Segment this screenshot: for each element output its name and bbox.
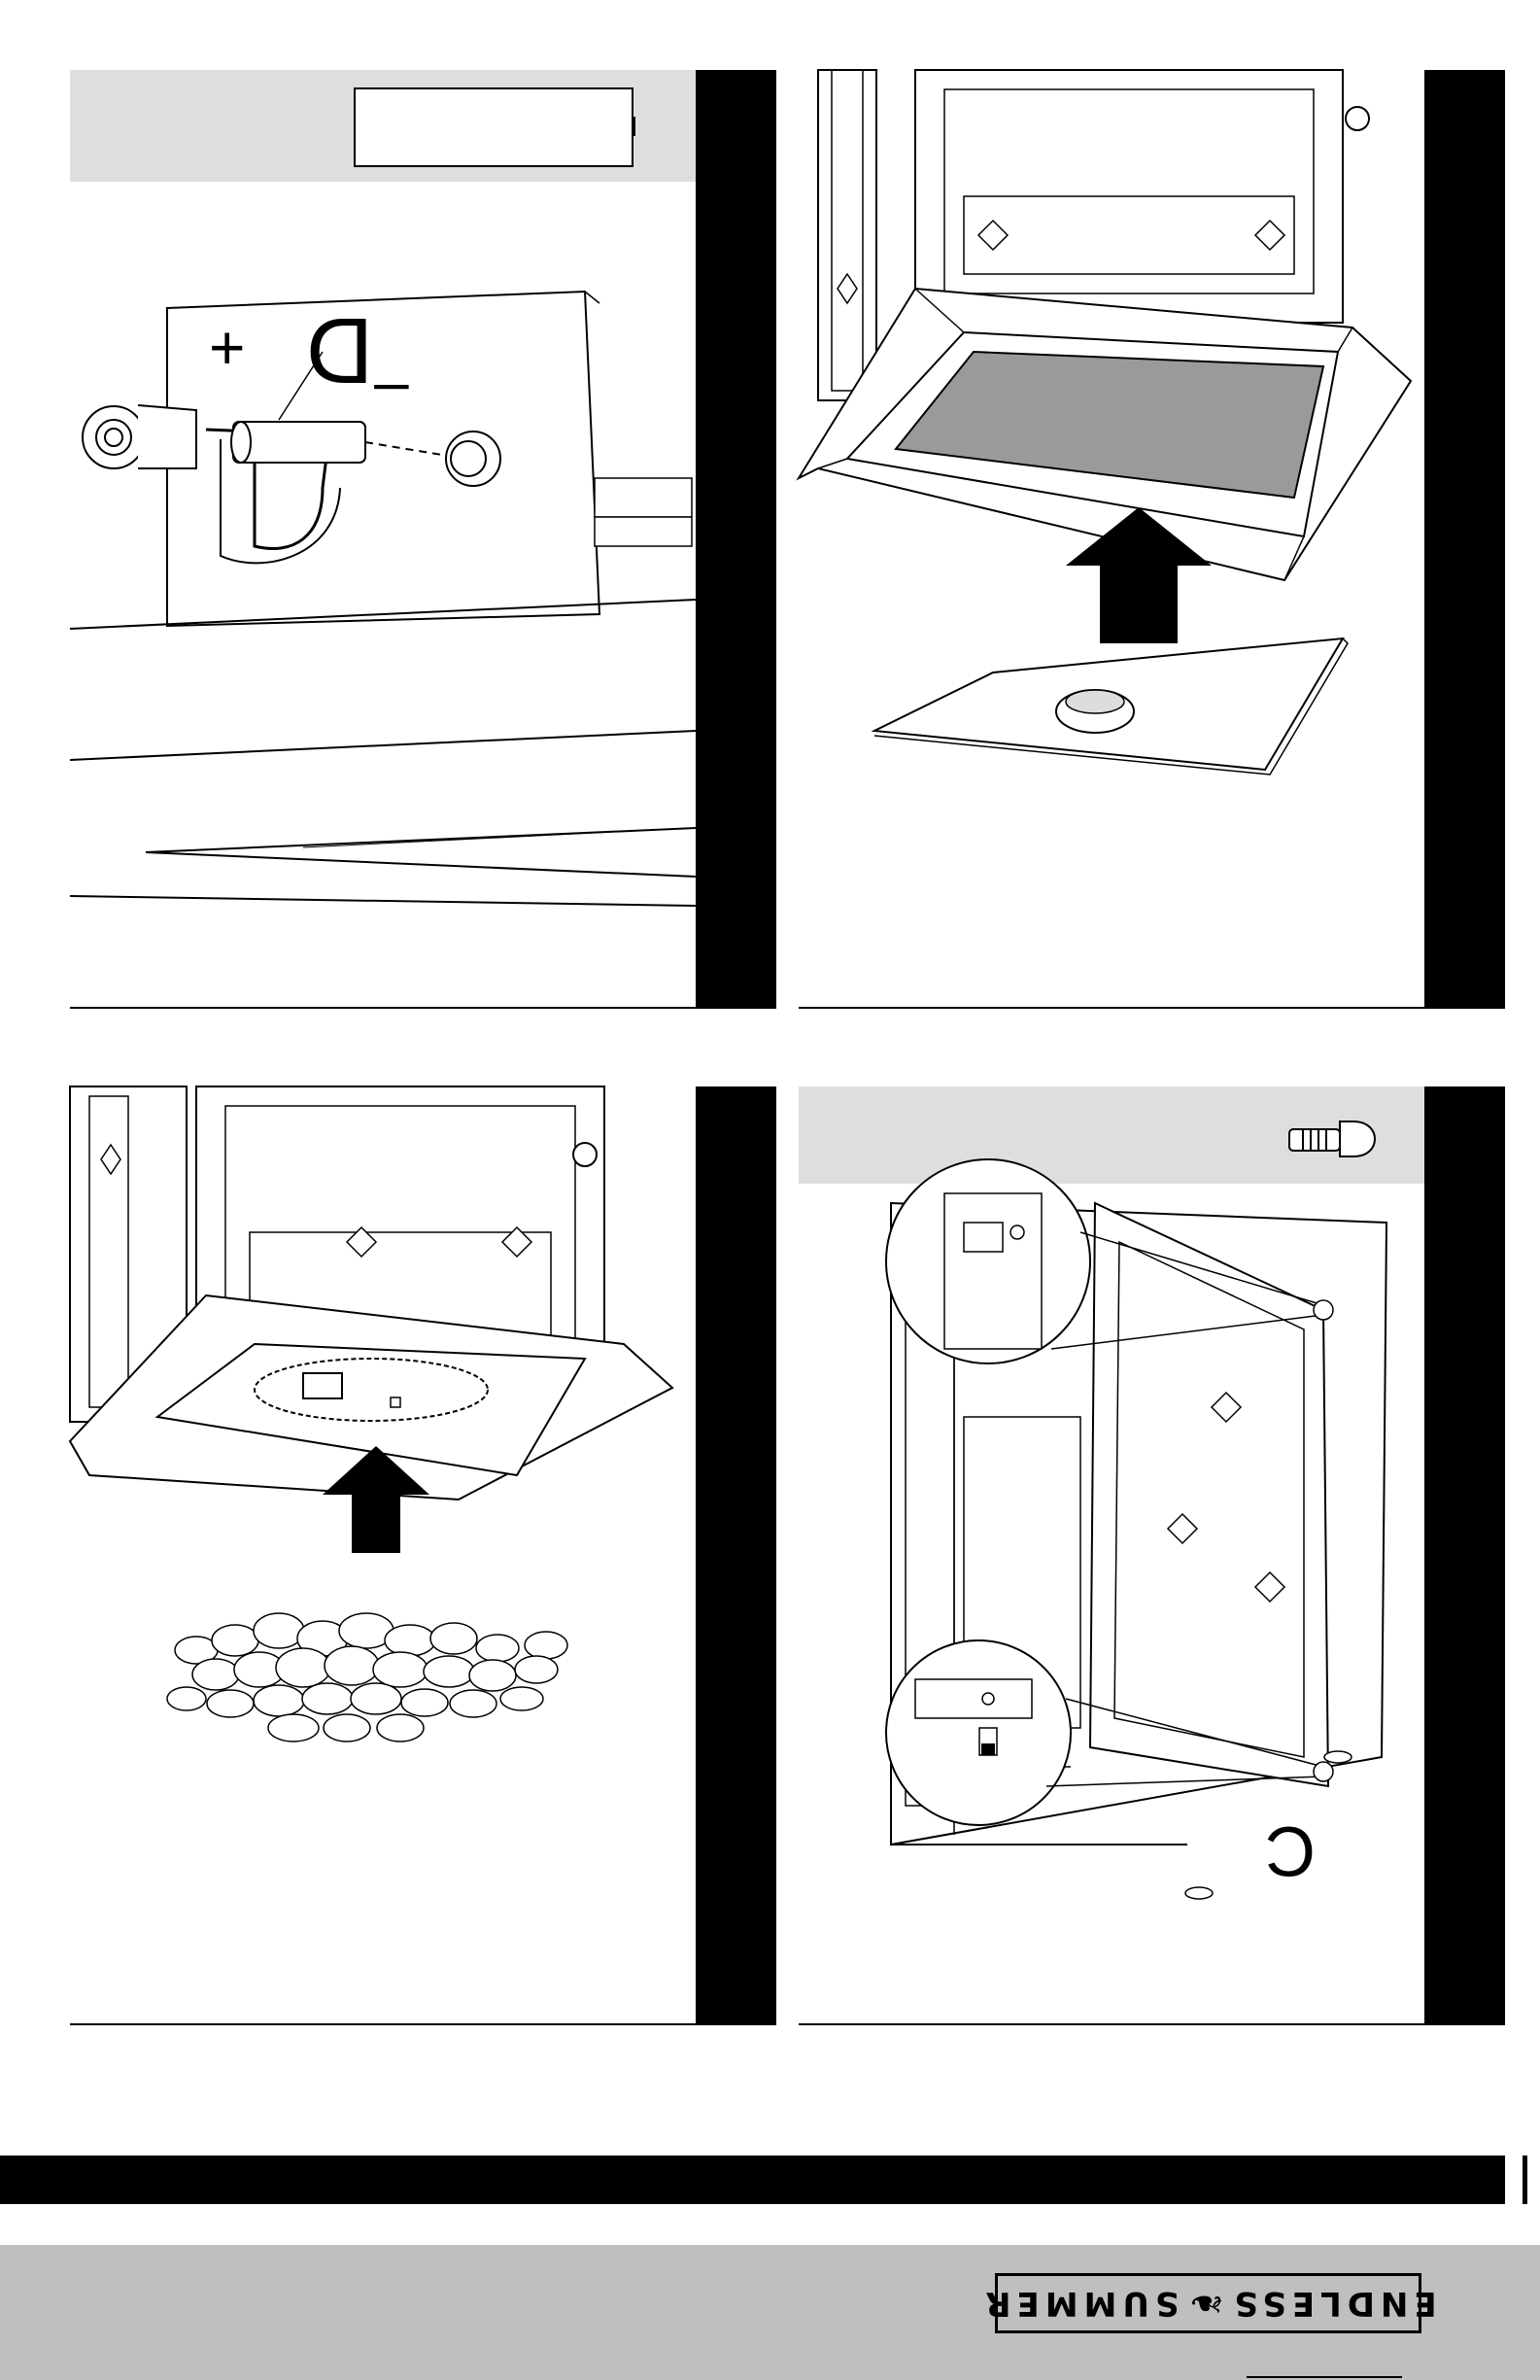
hinge-part-label: C <box>1265 1815 1316 1885</box>
footer-bar-stub <box>1523 2156 1527 2204</box>
brand-logo: ENDLESS ❧ SUMMER <box>995 2273 1421 2333</box>
side-stripe <box>1424 1087 1505 2023</box>
flame-mark-icon: ❧ <box>1183 2279 1225 2328</box>
door-hinge-illustration <box>799 1087 1424 2023</box>
brand-left: ENDLESS <box>1228 2284 1436 2323</box>
side-stripe <box>696 1087 776 2023</box>
panel-door-hinge: C <box>799 1087 1505 2025</box>
brand-right: SUMMER <box>979 2284 1179 2323</box>
panel-lava-rocks <box>70 1087 776 2025</box>
panel-glass-cover <box>799 70 1505 1009</box>
footer-bar <box>0 2156 1505 2204</box>
glass-cover-illustration <box>799 70 1424 1007</box>
side-stripe <box>1424 70 1505 1007</box>
lava-rocks-illustration <box>70 1087 696 2023</box>
battery-illustration <box>70 70 696 1007</box>
bottom-rule <box>1247 2376 1402 2378</box>
side-stripe <box>696 70 776 1007</box>
battery-plus-sign: + <box>209 318 245 380</box>
panel-battery-install: D + – <box>70 70 776 1009</box>
rock-pile <box>167 1613 567 1742</box>
battery-minus-sign: – <box>374 362 409 424</box>
battery-part-label: D <box>306 303 373 397</box>
